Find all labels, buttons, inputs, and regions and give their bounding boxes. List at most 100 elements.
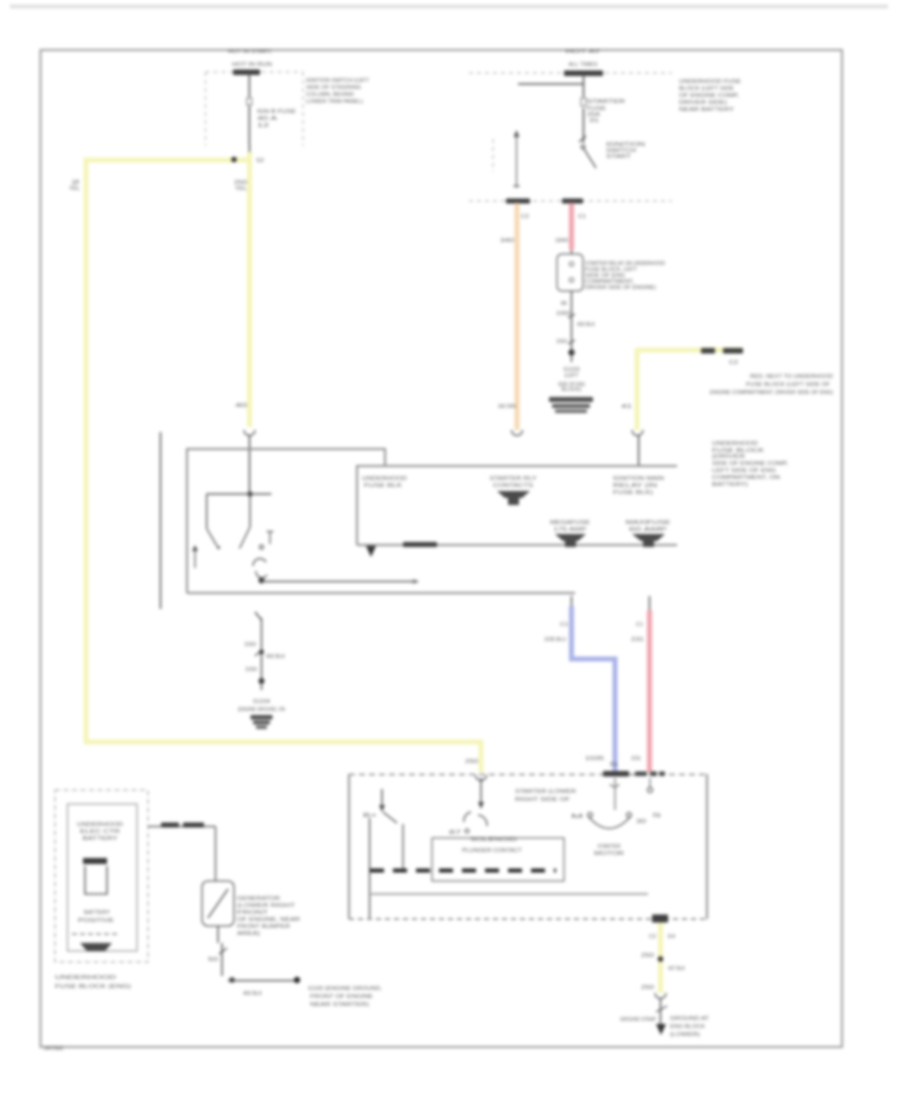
svg-text:FUSE BLOCK, LEFT: FUSE BLOCK, LEFT <box>585 267 637 273</box>
svg-text:2: 2 <box>71 180 80 186</box>
svg-text:BATTERY): BATTERY) <box>712 482 748 488</box>
svg-text:S: S <box>609 762 618 768</box>
svg-text:87: 87 <box>449 830 461 836</box>
svg-text:G100 (ENGINE GROUND,: G100 (ENGINE GROUND, <box>308 986 382 992</box>
svg-text:1035: 1035 <box>585 756 604 762</box>
svg-text:250: 250 <box>641 953 654 959</box>
svg-text:HOT IN START,: HOT IN START, <box>228 49 272 55</box>
svg-text:GENERATOR: GENERATOR <box>237 896 280 902</box>
svg-text:HOT AT: HOT AT <box>566 49 602 55</box>
svg-text:(DRIVER: (DRIVER <box>712 454 745 460</box>
svg-text:41: 41 <box>621 404 632 410</box>
svg-text:BLOCK (LEFT SIDE: BLOCK (LEFT SIDE <box>679 86 734 92</box>
svg-text:C2: C2 <box>729 360 738 366</box>
svg-text:YEL: YEL <box>69 186 81 192</box>
svg-text:250: 250 <box>465 759 478 765</box>
svg-text:30: 30 <box>636 819 646 825</box>
svg-text:SIDE OF STEERING: SIDE OF STEERING <box>306 85 361 91</box>
svg-text:M: M <box>571 814 583 820</box>
svg-text:UNDERHOOD: UNDERHOOD <box>362 476 407 482</box>
svg-text:340: 340 <box>500 238 514 244</box>
svg-text:OF ENGINE COMP,: OF ENGINE COMP, <box>679 93 739 99</box>
svg-text:START: START <box>606 154 632 160</box>
svg-text:RED, NEXT TO UNDERHOOD: RED, NEXT TO UNDERHOOD <box>750 374 833 380</box>
svg-text:(LOWER): (LOWER) <box>670 1032 700 1038</box>
svg-text:G103: G103 <box>564 367 580 373</box>
svg-text:FRONT BUMPER: FRONT BUMPER <box>237 924 290 930</box>
svg-text:S2: S2 <box>256 158 264 164</box>
svg-text:SIDE OF ENG: SIDE OF ENG <box>585 273 626 279</box>
svg-text:PLUNGER CONTACT: PLUNGER CONTACT <box>462 848 522 854</box>
svg-text:450 BLK: 450 BLK <box>243 991 262 997</box>
svg-text:FRONT: FRONT <box>237 910 269 916</box>
svg-text:1840: 1840 <box>555 238 568 244</box>
svg-text:60 AMP: 60 AMP <box>629 527 667 533</box>
svg-text:FUSE BLK): FUSE BLK) <box>613 490 653 496</box>
svg-text:BATTERY: BATTERY <box>83 836 118 842</box>
svg-text:BLOCK): BLOCK) <box>562 387 582 393</box>
svg-text:MOTOR: MOTOR <box>594 851 624 857</box>
svg-text:150: 150 <box>244 642 256 648</box>
svg-text:IGNITION MAIN: IGNITION MAIN <box>613 476 664 482</box>
svg-text:RIGHT SIDE OF: RIGHT SIDE OF <box>515 797 571 803</box>
svg-text:MEGAFUSE: MEGAFUSE <box>550 520 590 526</box>
svg-text:BATTERY: BATTERY <box>84 910 110 916</box>
svg-text:STARTER RELAY (IN UNDERHOOD: STARTER RELAY (IN UNDERHOOD <box>585 261 665 267</box>
svg-text:231: 231 <box>631 756 641 762</box>
svg-text:ELEC CTR: ELEC CTR <box>80 829 120 835</box>
svg-text:C2: C2 <box>649 934 656 940</box>
svg-text:1035 BLU: 1035 BLU <box>544 637 566 643</box>
svg-text:437 BLK: 437 BLK <box>668 966 685 972</box>
svg-text:CONTACTS: CONTACTS <box>493 483 533 489</box>
svg-text:40 A: 40 A <box>257 116 277 122</box>
svg-text:NEAR STARTER): NEAR STARTER) <box>310 1002 369 1008</box>
svg-text:YEL: YEL <box>235 186 248 192</box>
svg-text:LOWER TRIM PANEL): LOWER TRIM PANEL) <box>306 99 363 105</box>
svg-text:150: 150 <box>245 667 257 673</box>
svg-text:50: 50 <box>208 957 218 963</box>
svg-text:UNDERHOOD: UNDERHOOD <box>77 822 123 828</box>
svg-text:LEFT SIDE OF ENG: LEFT SIDE OF ENG <box>712 468 777 474</box>
svg-text:IGNITION: IGNITION <box>606 142 645 148</box>
svg-text:347582: 347582 <box>44 1046 63 1052</box>
svg-text:NEAR BATTERY: NEAR BATTERY <box>679 107 734 113</box>
svg-text:B+: B+ <box>363 813 378 819</box>
svg-text:G104: G104 <box>253 699 271 705</box>
svg-text:231: 231 <box>631 637 644 643</box>
svg-text:340 ORN: 340 ORN <box>498 404 516 410</box>
svg-text:150: 150 <box>556 339 567 345</box>
svg-text:FUSE BLOCK (LEFT SIDE OF: FUSE BLOCK (LEFT SIDE OF <box>746 382 830 388</box>
svg-text:(LEFT: (LEFT <box>565 373 579 379</box>
svg-text:S: S <box>652 813 661 819</box>
svg-text:FUSE BLOCK (ENG): FUSE BLOCK (ENG) <box>55 984 131 990</box>
svg-text:ALL TIMES: ALL TIMES <box>569 62 598 68</box>
svg-text:250: 250 <box>234 180 247 186</box>
svg-text:40: 40 <box>235 403 247 409</box>
svg-text:(ENGINE GROUND, ON: (ENGINE GROUND, ON <box>238 707 285 713</box>
svg-text:SIDE OF ENG: SIDE OF ENG <box>558 382 585 388</box>
svg-text:STARTER (LOWER: STARTER (LOWER <box>515 789 576 795</box>
svg-text:GROUND AT: GROUND AT <box>670 1016 710 1022</box>
svg-text:FUSE: FUSE <box>587 106 606 112</box>
svg-text:DRIVER SIDE OF ENGINE): DRIVER SIDE OF ENGINE) <box>585 285 656 291</box>
svg-text:1050: 1050 <box>556 311 570 317</box>
svg-text:RELAY (IN: RELAY (IN <box>613 483 657 489</box>
svg-text:AREA): AREA) <box>237 931 260 937</box>
svg-text:COMPARTMENT, ON: COMPARTMENT, ON <box>712 475 780 481</box>
svg-text:ENGINE COMPARTMENT, DRIVER SID: ENGINE COMPARTMENT, DRIVER SIDE OF ENG) <box>710 390 833 396</box>
svg-text:250: 250 <box>641 985 654 991</box>
svg-text:175 AMP: 175 AMP <box>554 527 587 533</box>
svg-text:UNDERHOOD: UNDERHOOD <box>712 441 758 447</box>
svg-text:FRONT OF ENGINE: FRONT OF ENGINE <box>310 994 373 1000</box>
svg-text:ENG BLOCK: ENG BLOCK <box>670 1024 705 1030</box>
svg-text:E4: E4 <box>668 934 676 940</box>
svg-text:COLUMN, BEHIND: COLUMN, BEHIND <box>306 92 354 98</box>
svg-text:DRIVER SIDE): DRIVER SIDE) <box>679 100 727 106</box>
svg-text:450 BLK: 450 BLK <box>577 322 595 328</box>
svg-text:86: 86 <box>561 301 567 307</box>
svg-text:OF ENGINE, NEAR: OF ENGINE, NEAR <box>237 917 300 923</box>
svg-text:450 BLK: 450 BLK <box>266 654 285 660</box>
svg-text:STARTER: STARTER <box>587 99 625 105</box>
svg-text:UNDERHOOD: UNDERHOOD <box>55 975 116 981</box>
svg-text:UNDERHOOD FUSE: UNDERHOOD FUSE <box>679 79 741 85</box>
